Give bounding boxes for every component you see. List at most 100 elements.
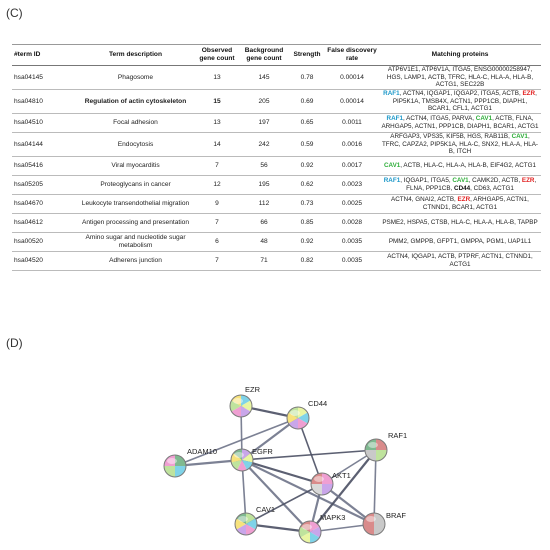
term-id-cell: hsa04510: [12, 113, 76, 134]
node-wedge: [298, 412, 310, 424]
strength-cell: 0.78: [289, 65, 325, 91]
strength-cell: 0.62: [289, 175, 325, 196]
matching-proteins-cell: CAV1, ACTB, HLA-C, HLA-A, HLA-B, EIF4G2,…: [379, 156, 541, 177]
protein-list-text: ACTN4, IQGAP1, ACTB, PTPRF, ACTN1, CTNND…: [387, 253, 533, 269]
edge-raf1-mapk3: [309, 449, 377, 533]
node-highlight: [368, 442, 378, 448]
matching-proteins-cell: RAF1, ACTN4, ITGA5, PARVA, CAV1, ACTB, F…: [379, 113, 541, 134]
node-highlight: [234, 452, 244, 458]
fdr-cell: 0.0025: [325, 194, 379, 215]
protein-list-text: , ACTB, FLNA, ARHGAP5, ACTN1, PPP1CB, DI…: [381, 115, 539, 131]
highlighted-protein: CAV1: [475, 115, 493, 123]
term-description-cell: Adherens junction: [76, 251, 195, 272]
edge-raf1-braf: [373, 449, 377, 525]
node-mapk3[interactable]: MAPK3: [298, 513, 345, 544]
node-label-akt1: AKT1: [332, 471, 351, 480]
node-wedge: [365, 439, 376, 450]
fdr-cell: 0.0011: [325, 113, 379, 134]
protein-list-text: , ARHGAP5, ACTN1, CTNND1, BCAR1, ACTG1: [422, 196, 529, 212]
strength-cell: 0.92: [289, 156, 325, 177]
node-label-cav1: CAV1: [256, 505, 275, 514]
network-edges: [174, 404, 377, 534]
highlighted-protein: RAF1: [383, 177, 401, 185]
node-highlight: [167, 458, 177, 464]
background-gene-count-cell: 56: [239, 156, 289, 177]
observed-gene-count-cell: 7: [195, 213, 239, 234]
node-outline: [298, 520, 322, 544]
node-wedge: [246, 518, 257, 530]
node-cd44[interactable]: CD44: [286, 399, 327, 430]
node-wedge: [233, 449, 242, 460]
term-description-cell: Phagosome: [76, 65, 195, 91]
edge-egfr-akt1: [241, 458, 323, 486]
fdr-cell: 0.00014: [325, 65, 379, 91]
edge-akt1-cav1: [245, 483, 323, 525]
observed-gene-count-cell: 7: [195, 251, 239, 272]
observed-gene-count-cell: 13: [195, 113, 239, 134]
term-description-cell: Antigen processing and presentation: [76, 213, 195, 234]
fdr-cell: 0.00014: [325, 89, 379, 115]
term-id-cell: hsa05416: [12, 156, 76, 177]
panel-c-label: (C): [6, 6, 23, 20]
node-wedge: [363, 513, 374, 535]
node-wedge: [299, 526, 310, 538]
strength-cell: 0.65: [289, 113, 325, 134]
edge-cd44-egfr: [241, 417, 299, 461]
highlighted-protein: CAV1: [452, 177, 469, 185]
background-gene-count-cell: 197: [239, 113, 289, 134]
edge-egfr-mapk3: [241, 459, 311, 533]
protein-list-text: ACTN4, GNAI2, ACTB,: [391, 196, 458, 204]
strength-cell: 0.92: [289, 232, 325, 253]
protein-list-text: PSME2, HSPA5, CTSB, HLA-C, HLA-A, HLA-B,…: [382, 219, 538, 227]
node-braf[interactable]: BRAF: [362, 511, 406, 536]
node-akt1[interactable]: AKT1: [310, 471, 351, 496]
fdr-cell: 0.0023: [325, 175, 379, 196]
protein-list-text: ATP6V1E1, ATP6V1A, ITGA5, ENSG0000025894…: [386, 66, 534, 89]
background-gene-count-cell: 48: [239, 232, 289, 253]
protein-list-text: , TFRC, CAPZA2, PIP5K1A, HLA-C, SNX2, HL…: [381, 133, 539, 156]
node-cav1[interactable]: CAV1: [234, 505, 275, 536]
strength-cell: 0.73: [289, 194, 325, 215]
header-term-description: Term description: [76, 44, 195, 67]
protein-list-text: , PIP5K1A, TMSB4X, ACTN1, PPP1CB, DIAPH1…: [392, 90, 537, 113]
node-label-raf1: RAF1: [388, 431, 407, 440]
protein-list-text: PMM2, GMPPB, GFPT1, GMPPA, PGM1, UAP1L1: [388, 238, 532, 246]
background-gene-count-cell: 112: [239, 194, 289, 215]
node-ezr[interactable]: EZR: [229, 385, 261, 418]
matching-proteins-cell: RAF1, IQGAP1, ITGA5, CAV1, CAMK2D, ACTB,…: [379, 175, 541, 196]
matching-proteins-cell: PMM2, GMPPB, GFPT1, GMPPA, PGM1, UAP1L1: [379, 232, 541, 253]
node-adam10[interactable]: ADAM10: [163, 447, 217, 478]
kegg-enrichment-table: #term ID Term description Observed gene …: [12, 44, 541, 272]
term-id-cell: hsa04520: [12, 251, 76, 272]
node-wedge: [376, 439, 387, 450]
node-egfr[interactable]: EGFR: [230, 447, 273, 472]
node-label-adam10: ADAM10: [187, 447, 217, 456]
edge-adam10-cd44: [174, 417, 299, 467]
highlighted-protein: CD44: [454, 185, 471, 193]
term-description-cell: Endocytosis: [76, 132, 195, 158]
protein-list-text: , CD63, ACTG1: [470, 185, 514, 193]
protein-list-text: , ACTB, HLA-C, HLA-A, HLA-B, EIF4G2, ACT…: [400, 162, 537, 170]
background-gene-count-cell: 242: [239, 132, 289, 158]
node-wedge: [322, 473, 333, 484]
term-description-cell: Focal adhesion: [76, 113, 195, 134]
protein-list-text: , ACTN4, IQGAP1, IQGAP2, ITGA5, ACTB,: [399, 90, 523, 98]
term-id-cell: hsa05205: [12, 175, 76, 196]
node-wedge: [164, 455, 175, 466]
observed-gene-count-cell: 6: [195, 232, 239, 253]
fdr-cell: 0.0017: [325, 156, 379, 177]
header-observed-gene-count: Observed gene count: [195, 44, 239, 67]
edge-egfr-raf1: [241, 449, 377, 461]
panel-d-label: (D): [6, 336, 23, 350]
matching-proteins-cell: RAF1, ACTN4, IQGAP1, IQGAP2, ITGA5, ACTB…: [379, 89, 541, 115]
table-header-row: #term ID Term description Observed gene …: [12, 44, 541, 67]
observed-gene-count-cell: 9: [195, 194, 239, 215]
observed-gene-count-cell: 14: [195, 132, 239, 158]
node-outline: [286, 406, 310, 430]
node-raf1[interactable]: RAF1: [364, 431, 407, 462]
node-label-mapk3: MAPK3: [320, 513, 345, 522]
